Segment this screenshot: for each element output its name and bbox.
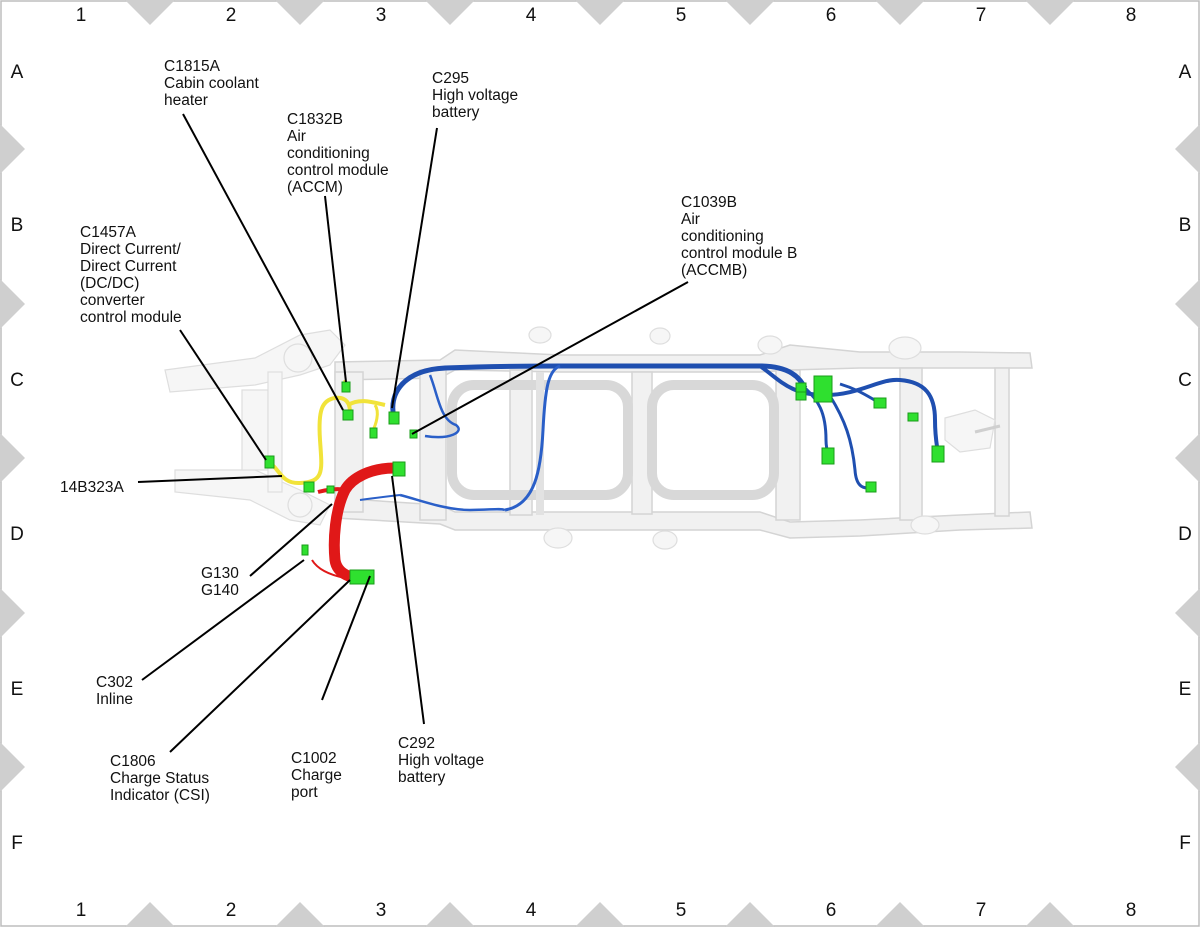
grid-row-label: F (11, 833, 23, 854)
vehicle-frame (164, 326, 1033, 550)
grid-col-label: 4 (526, 900, 537, 921)
callout-line: conditioning (287, 145, 370, 162)
harness-red (311, 462, 396, 584)
callout-line: conditioning (681, 228, 764, 245)
grid-col-label: 7 (976, 900, 987, 921)
grid-row-label: E (1179, 679, 1192, 700)
callout-line: Charge (291, 767, 342, 784)
grid-column-labels-top: 1 2 3 4 5 6 7 8 (76, 5, 1137, 26)
grid-row-label: D (10, 524, 24, 545)
grid-column-labels-bottom: 1 2 3 4 5 6 7 8 (76, 900, 1137, 921)
callout-c1806: C1806 Charge Status Indicator (CSI) (110, 753, 213, 804)
callout-c1832b: C1832B Air conditioning control module (… (287, 111, 393, 196)
callout-line: Air (287, 128, 306, 145)
grid-row-label: C (1178, 370, 1192, 391)
callout-line: High voltage (398, 752, 484, 769)
grid-col-label: 5 (676, 900, 687, 921)
grid-row-label: C (10, 370, 24, 391)
callout-line: C302 (96, 674, 133, 691)
leader-line-c1457a (179, 329, 267, 461)
leader-line-c302 (141, 559, 305, 681)
callout-c295: C295 High voltage battery (432, 70, 522, 121)
callout-c302: C302 Inline (96, 674, 137, 708)
callout-line: Air (681, 211, 700, 228)
callout-line: port (291, 784, 318, 801)
grid-col-label: 7 (976, 5, 987, 26)
callout-c1457a: C1457A Direct Current/ Direct Current (D… (80, 224, 185, 326)
grid-col-label: 8 (1126, 900, 1137, 921)
callout-line: C1815A (164, 58, 221, 75)
callout-line: control module (80, 309, 182, 326)
callout-line: C1806 (110, 753, 156, 770)
leader-line-c1832b (324, 195, 347, 383)
grid-row-label: F (1179, 833, 1191, 854)
callout-line: converter (80, 292, 145, 309)
callout-labels: C1815A Cabin coolant heater C1832B Air c… (60, 58, 802, 804)
leader-lines (137, 113, 689, 753)
callout-c1039b: C1039B Air conditioning control module B… (681, 194, 802, 279)
grid-col-label: 1 (76, 5, 87, 26)
callout-line: battery (398, 769, 446, 786)
callout-line: C1039B (681, 194, 737, 211)
grid-col-label: 4 (526, 5, 537, 26)
grid-col-label: 1 (76, 900, 87, 921)
callout-line: Indicator (CSI) (110, 787, 210, 804)
leader-line-g130 (249, 503, 333, 577)
leader-line-c292 (391, 475, 425, 725)
callout-line: (ACCM) (287, 179, 343, 196)
callout-line: Inline (96, 691, 133, 708)
callout-14b323a: 14B323A (60, 479, 124, 496)
grid-col-label: 3 (376, 900, 387, 921)
grid-row-labels-right: A B C D E F (1178, 62, 1192, 854)
callout-line: control module B (681, 245, 797, 262)
callout-line: G130 (201, 565, 239, 582)
leader-line-c1002 (321, 575, 371, 701)
callout-line: (DC/DC) (80, 275, 139, 292)
grid-col-label: 3 (376, 5, 387, 26)
grid-col-label: 6 (826, 5, 837, 26)
callout-g130-g140: G130 G140 (201, 565, 243, 599)
grid-row-label: D (1178, 524, 1192, 545)
callout-line: Charge Status (110, 770, 209, 787)
callout-line: Direct Current (80, 258, 177, 275)
callout-line: C1832B (287, 111, 343, 128)
callout-c292: C292 High voltage battery (398, 735, 488, 786)
callout-c1002: C1002 Charge port (291, 750, 346, 801)
leader-line-c1815a (182, 113, 344, 411)
callout-line: heater (164, 92, 208, 109)
connector-markers (264, 375, 945, 585)
callout-line: C1457A (80, 224, 137, 241)
grid-col-label: 6 (826, 900, 837, 921)
callout-line: (ACCMB) (681, 262, 747, 279)
grid-col-label: 2 (226, 900, 237, 921)
callout-line: C295 (432, 70, 469, 87)
callout-line: 14B323A (60, 479, 124, 496)
grid-col-label: 5 (676, 5, 687, 26)
grid-col-label: 8 (1126, 5, 1137, 26)
grid-row-label: E (11, 679, 24, 700)
grid-row-label: A (11, 62, 24, 83)
grid-row-label: B (1179, 215, 1192, 236)
leader-line-c295 (391, 127, 438, 409)
callout-line: Direct Current/ (80, 241, 181, 258)
leader-line-c1039b (411, 281, 689, 435)
callout-line: Cabin coolant (164, 75, 259, 92)
callout-c1815a: C1815A Cabin coolant heater (164, 58, 263, 109)
callout-line: C292 (398, 735, 435, 752)
callout-line: C1002 (291, 750, 337, 767)
leader-line-14b323a (137, 475, 283, 483)
callout-line: G140 (201, 582, 239, 599)
grid-col-label: 2 (226, 5, 237, 26)
callout-line: battery (432, 104, 480, 121)
grid-row-label: B (11, 215, 24, 236)
callout-line: High voltage (432, 87, 518, 104)
leader-line-c1806 (169, 579, 351, 753)
callout-line: control module (287, 162, 389, 179)
grid-row-label: A (1179, 62, 1192, 83)
grid-row-labels-left: A B C D E F (10, 62, 24, 854)
